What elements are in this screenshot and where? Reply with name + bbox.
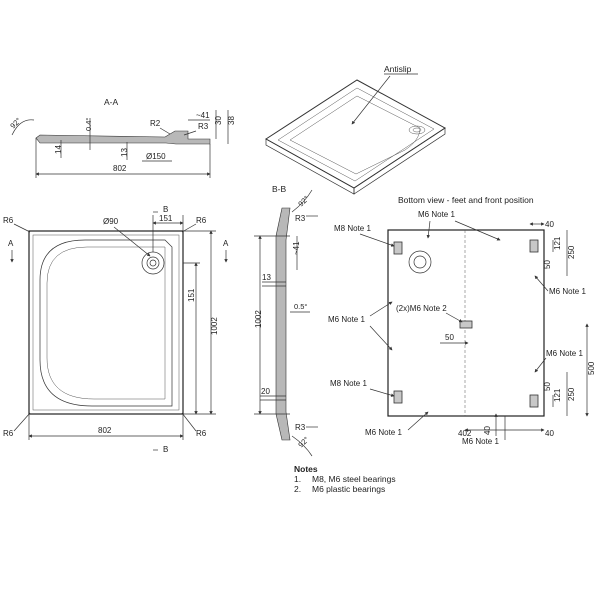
- bv-m6-note1-right-top: M6 Note 1: [549, 287, 586, 296]
- plan-dia-90: Ø90: [103, 217, 119, 226]
- plan-dim-151-top: 151: [159, 214, 173, 223]
- bb-slope: 0.5°: [294, 302, 307, 311]
- bv-dim-250-top: 250: [567, 245, 576, 259]
- bv-m6-note1-bottom-left: M6 Note 1: [365, 428, 402, 437]
- section-bb-title: B-B: [272, 184, 287, 194]
- bv-dim-250-bottom: 250: [567, 387, 576, 401]
- aa-dim-14: 14: [54, 145, 63, 154]
- aa-dim-13: 13: [120, 148, 129, 157]
- bv-dim-121-bottom: 121: [553, 388, 562, 402]
- plan-r6-tl: R6: [3, 216, 14, 225]
- bv-m8-note1-top: M8 Note 1: [334, 224, 371, 233]
- bb-r3-top: R3: [295, 214, 306, 223]
- bv-m6-note1-top: M6 Note 1: [418, 210, 455, 219]
- note-2-text: M6 plastic bearings: [312, 484, 385, 494]
- aa-dim-150: Ø150: [146, 152, 166, 161]
- bv-dim-40-bottom: 40: [545, 429, 554, 438]
- isometric-view: Antislip: [265, 64, 446, 195]
- bb-dim-41: ~41: [292, 241, 301, 255]
- section-a-a: A-A 802 92° 0.4° R2 ~41 R3 30 38 14 13 Ø…: [8, 97, 236, 178]
- aa-r3: R3: [198, 122, 209, 131]
- bv-m8-note1-bottom: M8 Note 1: [330, 379, 367, 388]
- aa-dim-38: 38: [227, 116, 236, 125]
- bv-m6-note1-right-mid: M6 Note 1: [546, 349, 583, 358]
- plan-marker-a-right: A: [223, 239, 229, 248]
- note-2-num: 2.: [294, 484, 301, 494]
- bb-r3-bottom: R3: [295, 423, 306, 432]
- plan-dim-802: 802: [98, 426, 112, 435]
- bottom-view-title: Bottom view - feet and front position: [398, 195, 534, 205]
- aa-dim-802: 802: [113, 164, 127, 173]
- plan-marker-b-top: B: [163, 205, 168, 214]
- aa-dim-30: 30: [214, 116, 223, 125]
- aa-slope: 0.4°: [84, 118, 93, 131]
- bv-dim-50-mid: 50: [445, 333, 454, 342]
- bottom-view: Bottom view - feet and front position M6…: [328, 195, 596, 446]
- plan-r6-br: R6: [196, 429, 207, 438]
- plan-dim-1002: 1002: [210, 317, 219, 335]
- aa-r2: R2: [150, 119, 161, 128]
- plan-dim-151-side: 151: [187, 288, 196, 302]
- aa-dim-41: ~41: [196, 111, 210, 120]
- section-b-b: B-B 92° R3 ~41 1002 13 0.5° 20 R3 92°: [254, 184, 318, 457]
- plan-marker-b-bottom: B: [163, 445, 168, 454]
- bv-dim-121-top: 121: [553, 236, 562, 250]
- bv-dim-40-top: 40: [545, 220, 554, 229]
- bb-dim-13: 13: [262, 273, 271, 282]
- bv-dim-402: 402: [458, 429, 472, 438]
- section-aa-title: A-A: [104, 97, 119, 107]
- plan-r6-tr: R6: [196, 216, 207, 225]
- bb-dim-20: 20: [261, 387, 270, 396]
- bv-m6-note1-left: M6 Note 1: [328, 315, 365, 324]
- bv-dim-50-bottom: 50: [543, 382, 552, 391]
- bv-m6-note2: (2x)M6 Note 2: [396, 304, 447, 313]
- plan-r6-bl: R6: [3, 429, 14, 438]
- bb-dim-1002: 1002: [254, 310, 263, 328]
- bv-m6-note1-bottom-right: M6 Note 1: [462, 437, 499, 446]
- note-1-num: 1.: [294, 474, 301, 484]
- notes-block: Notes 1. M8, M6 steel bearings 2. M6 pla…: [294, 464, 396, 494]
- bv-dim-50-top: 50: [543, 260, 552, 269]
- bv-dim-40-vert: 40: [483, 426, 492, 435]
- note-1-text: M8, M6 steel bearings: [312, 474, 396, 484]
- notes-title: Notes: [294, 464, 318, 474]
- plan-view: Ø90 R6 R6 R6 R6 151 151 1002 802 A A B B: [3, 205, 229, 454]
- plan-marker-a-left: A: [8, 239, 14, 248]
- bb-angle-bottom: 92°: [296, 435, 310, 449]
- antislip-label: Antislip: [384, 64, 412, 74]
- bv-dim-500: 500: [587, 361, 596, 375]
